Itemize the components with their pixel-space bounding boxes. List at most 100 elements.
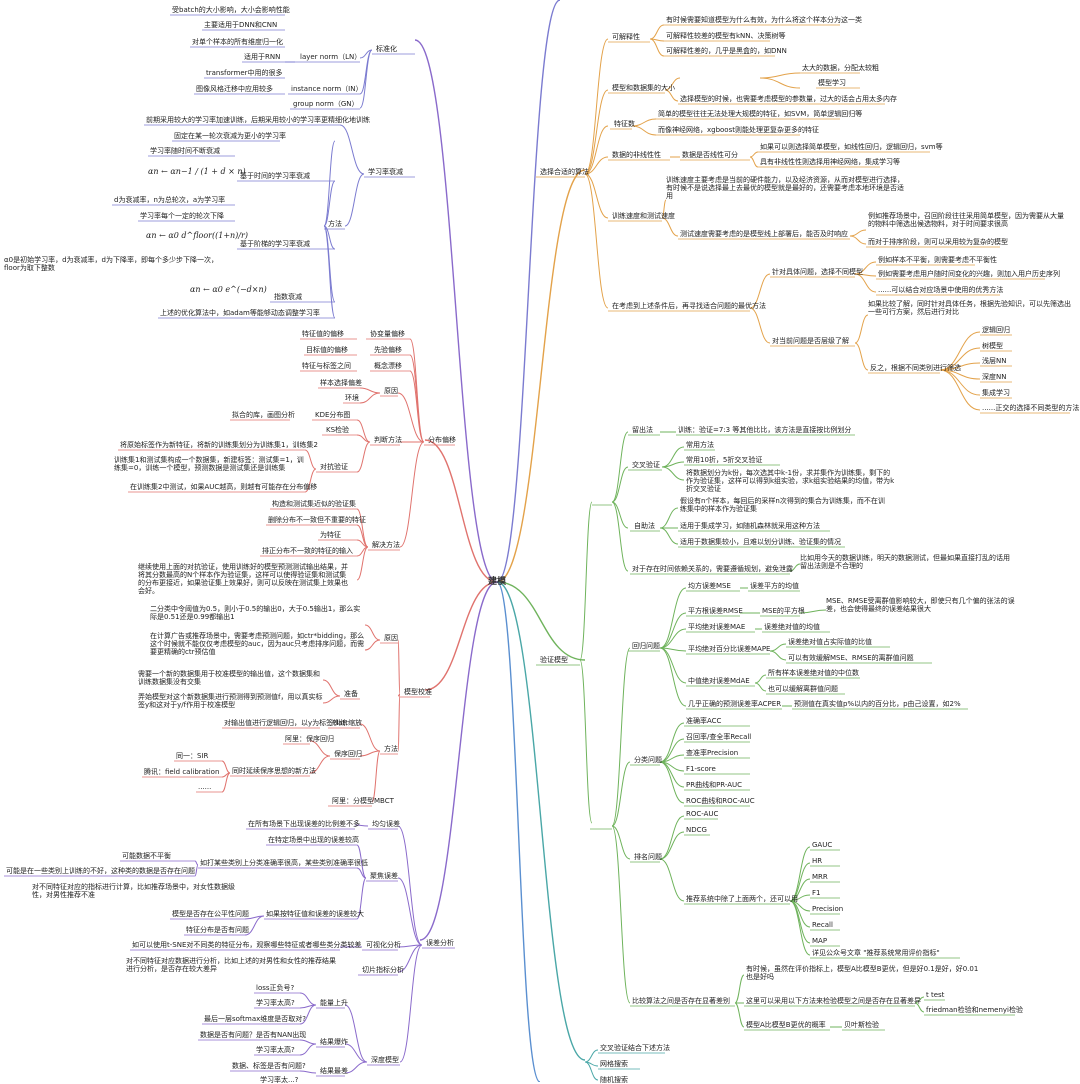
formula-time-decay[interactable]: αn ← αn−1 / (1 + d × n)	[148, 167, 246, 176]
node-rmse-note[interactable]: MSE、RMSE受离群值影响较大，即使只有几个偏的张法的误差，也会使得最终的误差…	[826, 597, 1015, 613]
node-cls-3[interactable]: F1-score	[686, 765, 716, 773]
formula-exp-decay[interactable]: αn ← α0 e^(−d×n)	[190, 285, 267, 294]
node-adv-3[interactable]: 在训练集2中测试，如果AUC越高，则越有可能存在分布偏移	[130, 483, 318, 491]
node-search-cv[interactable]: 交叉验证结合下述方法	[600, 1044, 670, 1052]
node-rmse[interactable]: 平方根误差RMSE	[688, 607, 743, 615]
node-sir[interactable]: 同一：SIR	[176, 752, 209, 760]
node-mape-2[interactable]: 可以有效缓解MSE、RMSE的离群值问题	[788, 654, 914, 662]
node-rnn[interactable]: 适用于RNN	[244, 53, 281, 61]
node-validate[interactable]: 验证模型	[540, 656, 568, 664]
node-speed[interactable]: 训练速度和测试速度	[612, 212, 675, 220]
node-err-3[interactable]: 如打某些类别上分类准确率很高，某些类别准确率很低	[200, 859, 368, 867]
node-nl-2[interactable]: 具有非线性性则选择用神经网络，集成学习等	[760, 158, 900, 166]
node-concept[interactable]: 概念漂移	[374, 362, 402, 370]
node-train-speed[interactable]: 训练速度主要考虑是当前的硬件能力，以及经济资源，从而对模型进行选择，有时候不是说…	[666, 176, 904, 200]
node-interpret[interactable]: 可解释性	[612, 33, 640, 41]
node-dist-drift[interactable]: 分布偏移	[428, 436, 456, 444]
node-ensemble[interactable]: 集成学习	[982, 389, 1010, 397]
node-ln[interactable]: layer norm（LN）	[300, 53, 362, 61]
node-label-err[interactable]: 数据、标签是否有问题?	[232, 1062, 306, 1070]
node-sig-2[interactable]: 这里可以采用以下方法来检验模型之间是否存在显著差异	[746, 997, 921, 1005]
node-mbct[interactable]: 阿里：分模型MBCT	[332, 797, 394, 805]
node-mape[interactable]: 平均绝对百分比误差MAPE	[688, 645, 771, 653]
node-cls-1[interactable]: 召回率/查全率Recall	[686, 733, 752, 741]
node-gn[interactable]: group norm（GN）	[293, 100, 359, 108]
node-field-cal[interactable]: 腾讯：field calibration	[144, 768, 220, 776]
node-err-1[interactable]: 在所有场景下出现误差的比例差不多	[248, 820, 360, 828]
center-node[interactable]: 建模	[487, 577, 506, 587]
node-mse[interactable]: 均方误差MSE	[688, 582, 731, 590]
node-ranking[interactable]: 排名问题	[634, 853, 662, 861]
node-lr-time[interactable]: 学习率随时间不断衰减	[150, 147, 220, 155]
node-sol-3[interactable]: 为特征	[320, 531, 341, 539]
node-uniform[interactable]: 均匀误差	[372, 820, 400, 828]
node-bootstrap[interactable]: 自助法	[634, 522, 655, 530]
node-mdae-2[interactable]: 也可以缓解离群值问题	[768, 685, 838, 693]
node-feat-shift[interactable]: 特征值的偏移	[302, 330, 344, 338]
node-shallow[interactable]: 浅层NN	[982, 357, 1007, 365]
node-exp-decay[interactable]: 指数衰减	[274, 293, 302, 301]
node-kde[interactable]: KDE分布图	[315, 411, 351, 419]
node-sp-3[interactable]: ......可以结合对应场景中使用的优秀方法	[878, 286, 1004, 294]
node-time[interactable]: 对于存在时间依赖关系的，需要遵循规划，避免泄露	[632, 565, 793, 573]
node-dnn-cnn[interactable]: 主要适用于DNN和CNN	[204, 21, 278, 29]
node-mse-d[interactable]: 误差平方的均值	[750, 582, 799, 590]
node-prob[interactable]: 模型A比模型B更优的概率	[746, 1021, 826, 1029]
node-ks[interactable]: KS检验	[326, 426, 350, 434]
node-nan[interactable]: 数据是否有问题？是否有NAN出现	[200, 1031, 307, 1039]
node-cv-desc[interactable]: 将数据划分为k份，每次选其中k-1份，求并集作为训练集，剩下的作为验证集，这样可…	[686, 469, 895, 493]
node-energy[interactable]: 能量上升	[320, 999, 348, 1007]
node-feat-dist[interactable]: 特征分布是否有问题	[186, 926, 249, 934]
node-cal-prep[interactable]: 准备	[344, 690, 358, 698]
node-int-3[interactable]: 可解释性差的，几乎是黑盒的，如DNN	[666, 47, 787, 55]
node-adam[interactable]: 上述的优化算法中，如adam等能够动态调整学习率	[160, 309, 320, 317]
node-regression[interactable]: 回归问题	[632, 642, 660, 650]
node-iso-new[interactable]: 同时延续保序思想的新方法	[232, 767, 316, 775]
node-lr-early[interactable]: 前期采用较大的学习率加速训练，后期采用较小的学习率更精细化地训练	[146, 116, 370, 124]
node-consider[interactable]: 在考虑到上述条件后，再寻找适合问题的最优方法	[612, 302, 766, 310]
node-tree[interactable]: 树模型	[982, 342, 1003, 350]
node-nl-sep[interactable]: 数据是否线性可分	[682, 151, 738, 159]
node-time-decay[interactable]: 基于时间的学习率衰减	[240, 172, 310, 180]
node-sol-4[interactable]: 排正分布不一致的特征的输入	[262, 547, 353, 555]
node-cls-5[interactable]: ROC曲线和ROC-AUC	[686, 797, 755, 805]
node-focus[interactable]: 聚焦误差	[370, 872, 398, 880]
node-isotonic[interactable]: 保序回归	[334, 750, 362, 758]
node-step-decay[interactable]: 基于阶梯的学习率衰减	[240, 240, 310, 248]
node-rank-6[interactable]: MAP	[812, 937, 828, 945]
node-ali-iso[interactable]: 阿里：保序回归	[285, 735, 334, 743]
node-rmse-d[interactable]: MSE的平方根	[762, 607, 805, 615]
formula-step-decay[interactable]: αn ← α0 d^floor((1+n)/r)	[146, 231, 248, 240]
node-ndcg[interactable]: NDCG	[686, 826, 707, 834]
node-loss-sign[interactable]: loss正负号?	[256, 984, 295, 992]
node-mae[interactable]: 平均绝对误差MAE	[688, 623, 746, 631]
node-cal-cause[interactable]: 原因	[384, 634, 398, 642]
node-lr-too[interactable]: 学习率太...?	[260, 1076, 299, 1084]
node-feat-label[interactable]: 特征与标签之间	[302, 362, 351, 370]
node-rank-2[interactable]: MRR	[812, 873, 828, 881]
node-adv-2[interactable]: 训练集1和测试集构成一个数据集，新建标签：测试集=1，训练集=0，训练一个模型，…	[114, 456, 304, 472]
node-boot-3[interactable]: 适用于数据集较小，且难以划分训练、验证集的情况	[680, 538, 841, 546]
node-lr-fixed[interactable]: 固定在某一轮次衰减为更小的学习率	[174, 132, 286, 140]
node-cv-common[interactable]: 常用方法	[686, 441, 714, 449]
node-understand[interactable]: 对当前问题是否层级了解	[772, 337, 849, 345]
node-env[interactable]: 环境	[345, 394, 359, 402]
node-rec-article[interactable]: 详见公众号文章 "推荐系统常用评价指标"	[812, 949, 940, 957]
node-worst[interactable]: 结果最差	[320, 1067, 348, 1075]
node-cal-3[interactable]: 需要一个新的数据集用于校准模型的输出值，这个数据集和训练数据集没有交集	[138, 670, 320, 686]
node-sp-2[interactable]: 例如需要考虑用户随时间变化的兴趣，则加入用户历史序列	[878, 270, 1060, 278]
node-err-4[interactable]: 可能是在一些类别上训练的不好，这种类的数据是否存在问题	[6, 867, 195, 875]
node-adversarial[interactable]: 对抗验证	[320, 463, 348, 471]
node-fairness[interactable]: 模型是否存在公平性问题	[172, 910, 249, 918]
node-classification[interactable]: 分类问题	[634, 756, 662, 764]
node-calibration[interactable]: 模型校准	[404, 688, 432, 696]
node-single-sample[interactable]: 对单个样本的所有维度归一化	[192, 38, 283, 46]
node-imbalance[interactable]: 可能数据不平衡	[122, 852, 171, 860]
node-rank-5[interactable]: Recall	[812, 921, 833, 929]
node-lr-alpha[interactable]: α0是初始学习率，d为衰减率，d为下降率，即每个多少步下降一次，floor为取下…	[4, 256, 218, 272]
node-rank-3[interactable]: F1	[812, 889, 821, 897]
node-test-speed[interactable]: 测试速度需要考虑的是模型线上部署后，能否及时响应	[680, 230, 848, 238]
node-test-1[interactable]: 例如推荐场景中，召回阶段往往采用简单模型，因为需要从大量的物料中筛选出候选物料，…	[868, 212, 1064, 228]
node-lr[interactable]: 逻辑回归	[982, 326, 1010, 334]
node-cal-4[interactable]: 弄始模型对这个新数据集进行预测得到预测值f，用以真实标签y和这对于y/f作用于校…	[138, 693, 323, 709]
